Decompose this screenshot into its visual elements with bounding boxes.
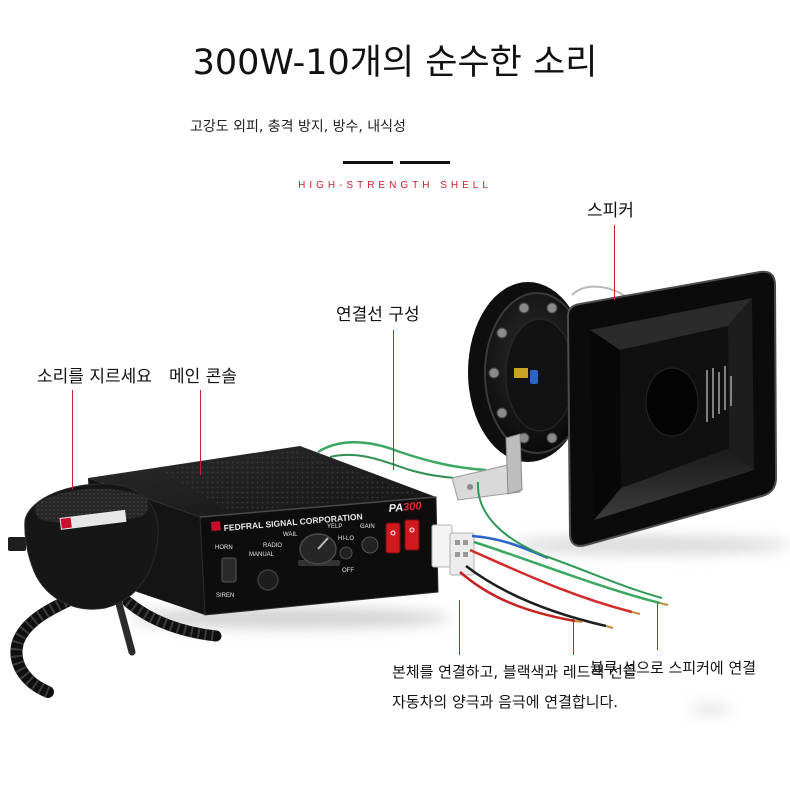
mic-cord-coil-right-highlight <box>124 597 217 642</box>
driver-bolt <box>546 302 558 314</box>
feature-subtitle: 고강도 외피, 충격 방지, 방수, 내식성 <box>190 119 406 135</box>
hi-lo-knob <box>339 546 353 560</box>
label-off: OFF <box>342 568 354 574</box>
bracket-upright <box>505 433 523 495</box>
amp-top-vents <box>160 450 420 512</box>
connector-pin <box>463 552 468 557</box>
label-gain: GAIN <box>360 524 375 530</box>
label-manual: MANUAL <box>249 552 275 558</box>
model-badge: PA300 <box>388 500 423 515</box>
connector-pin <box>463 540 468 545</box>
reflection-smudge <box>688 706 732 712</box>
horn-left-wall <box>590 330 621 520</box>
rocker-mark-1 <box>390 530 396 536</box>
rocker-mark-2 <box>409 527 415 533</box>
speaker-driver <box>468 282 629 462</box>
divider-bar-left <box>343 161 393 164</box>
speaker-label <box>706 366 732 422</box>
mic-hang-clip <box>8 537 26 551</box>
mode-knob-pointer <box>317 537 329 550</box>
connector-pin <box>455 540 460 545</box>
speaker-shadow <box>510 536 790 554</box>
label-siren: SIREN <box>216 593 234 599</box>
mic-cord-coil-left-highlight <box>10 590 81 698</box>
model-prefix: PA <box>388 502 403 515</box>
driver-bolt <box>496 407 508 419</box>
driver-bolt <box>546 432 558 444</box>
tagline: HIGH-STRENGTH SHELL <box>298 180 492 191</box>
top-wire-loop <box>571 285 629 299</box>
wire-tips <box>574 602 669 629</box>
wire-green <box>473 540 661 605</box>
horn-right-wall <box>728 298 754 470</box>
driver-bolt <box>488 367 500 379</box>
wire-red-2 <box>459 571 576 623</box>
callout-line-console <box>200 390 201 475</box>
driver-bolt <box>518 302 530 314</box>
label-horn: HORN <box>215 545 233 551</box>
mounting-bracket <box>451 433 523 501</box>
bracket-hole <box>467 484 473 490</box>
driver-bolt <box>496 327 508 339</box>
power-rocker-switch-2 <box>404 519 420 551</box>
horn-bottom-wall <box>594 448 754 520</box>
mic-sticker-label <box>59 509 127 530</box>
callout-microphone: 소리를 지르세요 <box>37 367 152 387</box>
instruction-line-2: 자동차의 양극과 음극에 연결합니다. <box>392 693 619 711</box>
callout-line-microphone <box>72 390 73 490</box>
instruction-line-1-overlay: 블루 선으로 스피커에 연결 <box>590 659 757 677</box>
label-radio: RADIO <box>263 543 282 549</box>
wire-red <box>469 548 633 614</box>
gain-knob <box>361 536 379 554</box>
connector-plug-a <box>431 524 453 568</box>
callout-wiring: 연결선 구성 <box>336 305 420 325</box>
mic-sticker-logo <box>60 517 72 529</box>
wire-connector <box>431 524 475 576</box>
mic-sticker <box>59 509 127 530</box>
terminal-blue <box>530 370 538 384</box>
amp-top-edge-highlight <box>199 496 437 518</box>
callout-line-wiring <box>393 330 394 470</box>
horn-top-wall <box>590 298 752 350</box>
horn-throat <box>645 367 699 437</box>
microphone <box>8 483 222 698</box>
wire-green-rear <box>317 441 487 472</box>
divider-bar-right <box>400 161 450 164</box>
callout-console: 메인 콘솔 <box>169 367 237 387</box>
volume-knob <box>257 569 279 591</box>
model-number: 300 <box>403 500 423 514</box>
brand-logo <box>211 521 221 531</box>
page-title: 300W-10개의 순수한 소리 <box>192 43 598 83</box>
label-wail: WAIL <box>283 532 298 538</box>
callout-line-speaker <box>614 225 615 300</box>
label-hi-lo: HI-LO <box>338 536 354 542</box>
speaker-horn <box>566 270 778 547</box>
terminal-yellow <box>514 368 528 378</box>
wire-black <box>465 565 607 628</box>
callout-line-wire-2 <box>573 618 574 655</box>
instruction-line-1: 본체를 연결하고, 블랙색과 레드색 선을 <box>392 663 637 681</box>
connector-pin <box>455 552 460 557</box>
horn-siren-toggle <box>221 557 237 583</box>
mic-cord-coil-left <box>10 590 84 698</box>
wire-green-speaker <box>476 481 663 599</box>
callout-line-wire-3 <box>657 603 658 650</box>
power-rocker-switch-1 <box>385 522 401 554</box>
label-yelp: YELP <box>327 524 342 530</box>
callout-speaker: 스피커 <box>587 201 634 221</box>
mic-cord-strain-relief <box>114 596 136 656</box>
callout-line-wire-1 <box>459 600 460 655</box>
